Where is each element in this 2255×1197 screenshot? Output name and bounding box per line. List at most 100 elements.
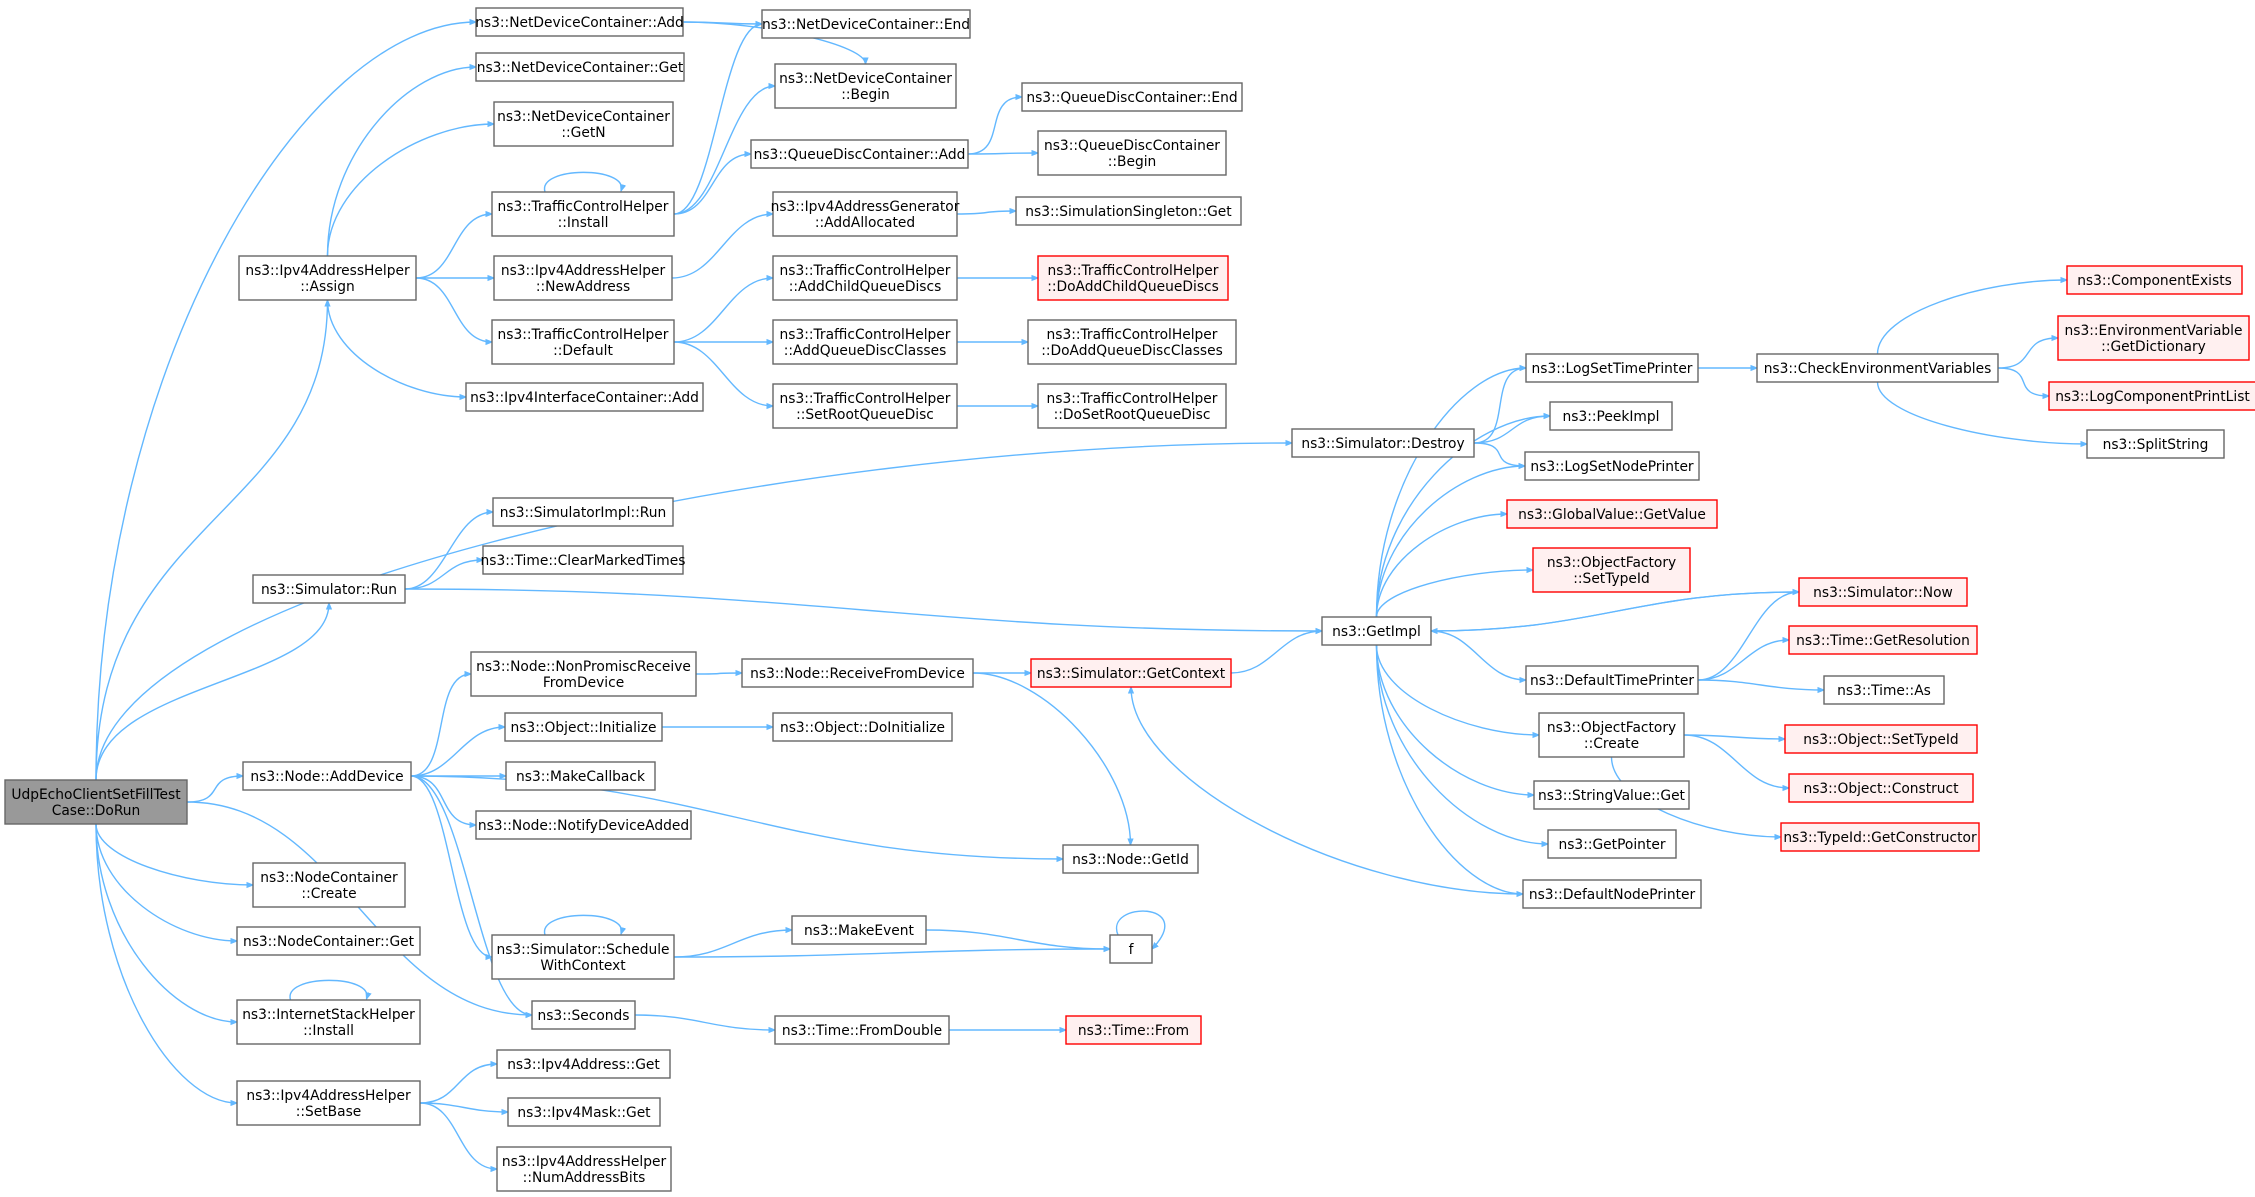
node-envvar-getdict[interactable]: ns3::EnvironmentVariable::GetDictionary <box>2057 315 2250 361</box>
node-label: ns3::Simulator::GetContext <box>1037 666 1226 682</box>
edge-getimpl-to-defaultnodeprinter <box>1375 644 1524 894</box>
node-sim-now[interactable]: ns3::Simulator::Now <box>1798 577 1968 607</box>
node-tch-install[interactable]: ns3::TrafficControlHelper::Install <box>491 191 675 237</box>
edge-ipv4h_assign-to-ndc_get <box>326 67 477 257</box>
node-ndc-get[interactable]: ns3::NetDeviceContainer::Get <box>475 52 685 82</box>
node-ish-install[interactable]: ns3::InternetStackHelper::Install <box>236 999 421 1045</box>
node-obj-settypeid[interactable]: ns3::Object::SetTypeId <box>1784 724 1978 754</box>
edge-node_recvfromdev-to-node_getid <box>972 672 1131 845</box>
node-label: f <box>1129 942 1135 958</box>
node-node-notifydevadded[interactable]: ns3::Node::NotifyDeviceAdded <box>475 810 692 840</box>
node-label: ns3::SimulatorImpl::Run <box>500 505 666 521</box>
node-ipv4h-numaddrbits[interactable]: ns3::Ipv4AddressHelper::NumAddressBits <box>496 1146 672 1192</box>
node-simsingleton-get[interactable]: ns3::SimulationSingleton::Get <box>1015 196 1242 226</box>
node-ndc-getn[interactable]: ns3::NetDeviceContainer::GetN <box>493 101 674 147</box>
node-tch-dosetrootqd[interactable]: ns3::TrafficControlHelper::DoSetRootQueu… <box>1037 383 1227 429</box>
node-label: ns3::TrafficControlHelper <box>498 327 669 343</box>
node-qdc-end[interactable]: ns3::QueueDiscContainer::End <box>1021 82 1243 112</box>
node-node-adddevice[interactable]: ns3::Node::AddDevice <box>242 761 412 791</box>
node-ipv4gen-addalloc[interactable]: ns3::Ipv4AddressGenerator::AddAllocated <box>771 191 960 237</box>
node-box <box>1525 353 1699 383</box>
node-box <box>2086 429 2225 459</box>
edge-ipv4h_setbase-to-ipv4h_numaddrbits <box>419 1102 497 1169</box>
node-getpointer[interactable]: ns3::GetPointer <box>1547 829 1677 859</box>
node-node-getid[interactable]: ns3::Node::GetId <box>1062 844 1199 874</box>
node-sim-run[interactable]: ns3::Simulator::Run <box>252 574 406 604</box>
node-ipv4h-setbase[interactable]: ns3::Ipv4AddressHelper::SetBase <box>236 1080 421 1126</box>
node-box <box>1015 196 1242 226</box>
node-getimpl[interactable]: ns3::GetImpl <box>1321 616 1432 646</box>
node-ndc-end[interactable]: ns3::NetDeviceContainer::End <box>761 9 971 39</box>
node-box <box>2057 315 2250 361</box>
node-logcompprintlist[interactable]: ns3::LogComponentPrintList <box>2048 381 2255 411</box>
node-label: ns3::SplitString <box>2103 437 2209 453</box>
node-componentexists[interactable]: ns3::ComponentExists <box>2066 265 2243 295</box>
node-ipv4ic-add[interactable]: ns3::Ipv4InterfaceContainer::Add <box>465 382 704 412</box>
node-label: ns3::TrafficControlHelper <box>498 199 669 215</box>
node-tch-addchildqd[interactable]: ns3::TrafficControlHelper::AddChildQueue… <box>772 255 958 301</box>
node-sim-getcontext[interactable]: ns3::Simulator::GetContext <box>1030 658 1232 688</box>
node-globalvalue-getvalue[interactable]: ns3::GlobalValue::GetValue <box>1506 499 1718 529</box>
node-box <box>1030 658 1232 688</box>
node-ndc-add[interactable]: ns3::NetDeviceContainer::Add <box>475 7 684 37</box>
node-objfactory-settypeid[interactable]: ns3::ObjectFactory::SetTypeId <box>1532 547 1691 593</box>
node-splitstring[interactable]: ns3::SplitString <box>2086 429 2225 459</box>
node-makeevent[interactable]: ns3::MakeEvent <box>791 915 927 945</box>
edge-tch_install-to-tch_install <box>544 171 622 192</box>
node-time-as[interactable]: ns3::Time::As <box>1823 675 1945 705</box>
node-box <box>1532 547 1691 593</box>
node-qdc-begin[interactable]: ns3::QueueDiscContainer::Begin <box>1037 130 1227 176</box>
node-tch-setrootqd[interactable]: ns3::TrafficControlHelper::SetRootQueueD… <box>772 383 958 429</box>
node-time-clearmarked[interactable]: ns3::Time::ClearMarkedTimes <box>481 545 686 575</box>
node-defaultnodeprinter[interactable]: ns3::DefaultNodePrinter <box>1522 879 1702 909</box>
node-checkenvvars[interactable]: ns3::CheckEnvironmentVariables <box>1756 353 1999 383</box>
node-tch-doaddqdclasses[interactable]: ns3::TrafficControlHelper::DoAddQueueDis… <box>1027 319 1237 365</box>
node-label: ns3::ComponentExists <box>2077 273 2232 289</box>
node-tch-default[interactable]: ns3::TrafficControlHelper::Default <box>491 319 675 365</box>
node-label: ::Install <box>558 215 609 231</box>
node-label: ns3::Object::SetTypeId <box>1803 732 1958 748</box>
node-ipv4addr-get[interactable]: ns3::Ipv4Address::Get <box>496 1049 671 1079</box>
node-time-getresolution[interactable]: ns3::Time::GetResolution <box>1788 625 1978 655</box>
node-stringvalue-get[interactable]: ns3::StringValue::Get <box>1533 780 1690 810</box>
node-time-fromdouble[interactable]: ns3::Time::FromDouble <box>774 1015 950 1045</box>
node-nc-create[interactable]: ns3::NodeContainer::Create <box>252 862 406 908</box>
node-box <box>1522 879 1702 909</box>
node-label: ns3::LogSetNodePrinter <box>1530 459 1694 475</box>
node-typeid-getconstructor[interactable]: ns3::TypeId::GetConstructor <box>1780 822 1980 852</box>
node-nc-get[interactable]: ns3::NodeContainer::Get <box>236 926 421 956</box>
node-obj-initialize[interactable]: ns3::Object::Initialize <box>504 712 663 742</box>
node-defaulttimeprinter[interactable]: ns3::DefaultTimePrinter <box>1525 665 1699 695</box>
node-sim-destroy[interactable]: ns3::Simulator::Destroy <box>1291 428 1475 458</box>
node-makecallback[interactable]: ns3::MakeCallback <box>505 761 656 791</box>
node-ipv4h-assign[interactable]: ns3::Ipv4AddressHelper::Assign <box>238 255 417 301</box>
node-label: ns3::Node::GetId <box>1072 852 1189 868</box>
node-qdc-add[interactable]: ns3::QueueDiscContainer::Add <box>750 139 969 169</box>
node-obj-construct[interactable]: ns3::Object::Construct <box>1788 773 1974 803</box>
node-peekimpl[interactable]: ns3::PeekImpl <box>1549 401 1673 431</box>
node-simimpl-run[interactable]: ns3::SimulatorImpl::Run <box>492 497 674 527</box>
node-node-recvfromdev[interactable]: ns3::Node::ReceiveFromDevice <box>741 658 974 688</box>
node-label: ::SetTypeId <box>1573 571 1649 587</box>
node-time-from[interactable]: ns3::Time::From <box>1065 1015 1202 1045</box>
node-label: ::NewAddress <box>536 279 630 295</box>
node-box <box>1062 844 1199 874</box>
node-objfactory-create[interactable]: ns3::ObjectFactory::Create <box>1538 712 1685 758</box>
node-ipv4mask-get[interactable]: ns3::Ipv4Mask::Get <box>507 1097 661 1127</box>
node-logsettimeprinter[interactable]: ns3::LogSetTimePrinter <box>1525 353 1699 383</box>
node-obj-doinitialize[interactable]: ns3::Object::DoInitialize <box>772 712 953 742</box>
node-seconds[interactable]: ns3::Seconds <box>531 1000 636 1030</box>
node-box <box>238 255 417 301</box>
node-ipv4h-newaddr[interactable]: ns3::Ipv4AddressHelper::NewAddress <box>493 255 673 301</box>
node-tch-doaddchildqd[interactable]: ns3::TrafficControlHelper::DoAddChildQue… <box>1037 255 1229 301</box>
node-logsetnodeprinter[interactable]: ns3::LogSetNodePrinter <box>1524 451 1700 481</box>
node-label: ns3::DefaultTimePrinter <box>1530 673 1694 689</box>
node-box <box>236 1080 421 1126</box>
node-tch-addqdclasses[interactable]: ns3::TrafficControlHelper::AddQueueDiscC… <box>772 319 958 365</box>
node-ndc-begin[interactable]: ns3::NetDeviceContainer::Begin <box>774 63 957 109</box>
node-f[interactable]: f <box>1109 934 1153 964</box>
